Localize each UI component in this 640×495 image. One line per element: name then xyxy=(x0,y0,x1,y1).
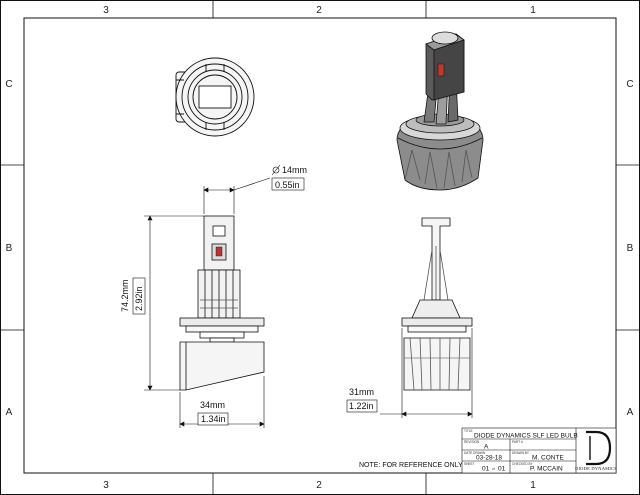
zone-row-right-c: C xyxy=(626,79,633,90)
tb-label-sheet: SHEET xyxy=(464,462,475,466)
dim-height-metric: 74.2mm xyxy=(120,279,130,312)
zone-col-bottom-3: 3 xyxy=(103,480,109,491)
zone-row-left-b: B xyxy=(6,243,13,254)
dim-height-imperial: 2.92in xyxy=(134,286,144,311)
dim-base-width-imperial: 1.34in xyxy=(201,414,226,424)
tb-label-part: PART # xyxy=(512,440,523,444)
side-view xyxy=(401,217,473,391)
zone-col-bottom-1: 1 xyxy=(530,480,536,491)
tb-label-drawn-by: DRAWN BY xyxy=(512,451,530,455)
tb-revision: A xyxy=(484,444,489,451)
tb-sheet: 01 xyxy=(482,466,490,473)
zone-col-bottom-2: 2 xyxy=(316,480,322,491)
dim-base-width-metric: 34mm xyxy=(200,400,225,410)
dim-diameter xyxy=(203,164,305,214)
diode-dynamics-logo xyxy=(586,430,612,466)
dim-side-width-imperial: 1.22in xyxy=(349,401,374,411)
zone-col-top-1: 1 xyxy=(530,5,536,16)
tb-title: DIODE DYNAMICS SLF LED BULB xyxy=(474,433,578,440)
isometric-view xyxy=(396,31,484,191)
zone-row-right-b: B xyxy=(627,243,634,254)
tb-label-revision: REVISION xyxy=(464,440,480,444)
tb-checked-by: P. MCCAIN xyxy=(530,466,563,473)
zone-col-top-2: 2 xyxy=(316,5,322,16)
tb-label-title: TITLE xyxy=(464,429,473,433)
tb-sheet-of: of xyxy=(492,467,495,471)
dim-base-width xyxy=(179,376,265,428)
tb-label-checked-by: CHECKED BY xyxy=(512,462,534,466)
dim-side-width-metric: 31mm xyxy=(349,387,374,397)
tb-label-date: DATE DRAWN xyxy=(464,451,486,455)
zone-row-left-a: A xyxy=(6,407,13,418)
zone-row-left-c: C xyxy=(5,79,12,90)
top-view xyxy=(175,57,255,137)
reference-note: NOTE: FOR REFERENCE ONLY xyxy=(359,462,463,469)
dim-height xyxy=(132,215,204,391)
zone-row-right-a: A xyxy=(627,407,634,418)
dim-diameter-imperial: 0.55in xyxy=(275,180,300,190)
dim-diameter-metric: 14mm xyxy=(282,165,307,175)
tb-sheet-total: 01 xyxy=(498,466,506,473)
company-name: DIODE DYNAMICS xyxy=(575,466,617,471)
tb-drawn-by: M. CONTE xyxy=(532,455,564,462)
inner-border xyxy=(23,17,617,474)
dim-side-width xyxy=(346,328,473,418)
tb-date: 03-28-18 xyxy=(476,455,502,462)
front-view xyxy=(179,215,265,391)
zone-col-top-3: 3 xyxy=(103,5,109,16)
